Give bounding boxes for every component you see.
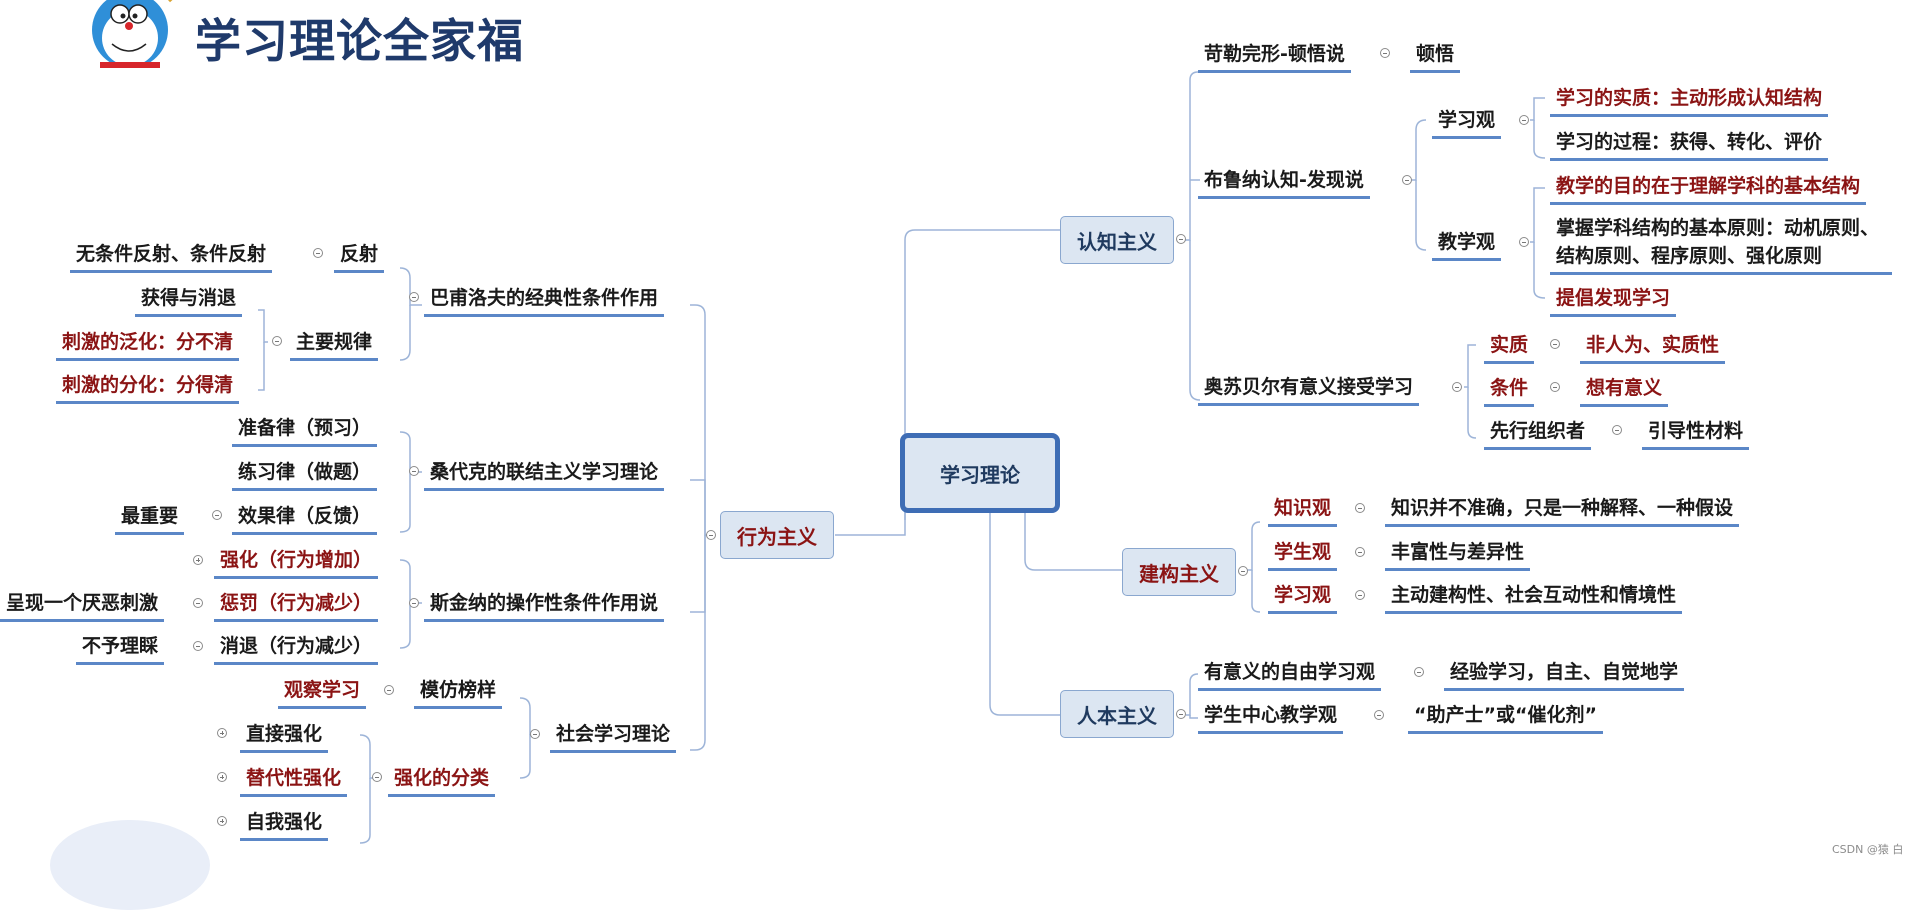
leaf-extinction[interactable]: 消退（行为减少） <box>214 634 378 665</box>
node-pavlov[interactable]: 巴甫洛夫的经典性条件作用 <box>424 286 664 317</box>
node-learning-view-c[interactable]: 学习观 <box>1268 583 1337 614</box>
collapse-circle-icon[interactable] <box>1355 547 1365 557</box>
collapse-circle-icon[interactable] <box>1519 237 1529 247</box>
collapse-circle-icon[interactable] <box>1519 115 1529 125</box>
node-reinforcement-types[interactable]: 强化的分类 <box>388 766 495 797</box>
leaf-exercise-law[interactable]: 练习律（做题） <box>232 460 377 491</box>
root-node[interactable]: 学习理论 <box>900 433 1060 513</box>
leaf-generalization[interactable]: 刺激的泛化：分不清 <box>56 330 239 361</box>
leaf-discovery-learning[interactable]: 提倡发现学习 <box>1550 286 1676 317</box>
collapse-circle-icon[interactable] <box>313 248 323 258</box>
leaf-principles-line1[interactable]: 掌握学科结构的基本原则：动机原则、 <box>1556 216 1879 240</box>
leaf-student-centered[interactable]: “助产士”或“催化剂” <box>1408 703 1603 734</box>
node-thorndike[interactable]: 桑代克的联结主义学习理论 <box>424 460 664 491</box>
collapse-circle-icon[interactable] <box>1380 48 1390 58</box>
collapse-circle-icon[interactable] <box>1176 234 1186 244</box>
node-learning-view[interactable]: 学习观 <box>1432 108 1501 139</box>
collapse-circle-icon[interactable] <box>1176 709 1186 719</box>
leaf-readiness-law[interactable]: 准备律（预习） <box>232 416 377 447</box>
node-free-learning[interactable]: 有意义的自由学习观 <box>1198 660 1381 691</box>
node-student-centered[interactable]: 学生中心教学观 <box>1198 703 1343 734</box>
leaf-acquisition[interactable]: 获得与消退 <box>135 286 242 317</box>
leaf-observational-learning[interactable]: 观察学习 <box>278 678 366 709</box>
node-main-laws[interactable]: 主要规律 <box>290 330 378 361</box>
node-model-imitation[interactable]: 模仿榜样 <box>414 678 502 709</box>
collapse-circle-icon[interactable] <box>272 336 282 346</box>
node-reflex[interactable]: 反射 <box>334 242 384 273</box>
leaf-ignore[interactable]: 不予理睬 <box>76 634 164 665</box>
collapse-circle-icon[interactable] <box>193 598 203 608</box>
leaf-learning-essence[interactable]: 学习的实质：主动形成认知结构 <box>1550 86 1828 117</box>
collapse-circle-icon[interactable] <box>1550 339 1560 349</box>
leaf-reflex-types[interactable]: 无条件反射、条件反射 <box>70 242 272 273</box>
collapse-circle-icon[interactable] <box>1355 503 1365 513</box>
leaf-learning-view-c[interactable]: 主动建构性、社会互动性和情境性 <box>1385 583 1682 614</box>
faded-logo-icon <box>50 820 210 910</box>
collapse-circle-icon[interactable] <box>1550 382 1560 392</box>
expand-circle-icon[interactable] <box>217 728 227 738</box>
leaf-vicarious-reinforcement[interactable]: 替代性强化 <box>240 766 347 797</box>
collapse-circle-icon[interactable] <box>1452 382 1462 392</box>
leaf-student-view[interactable]: 丰富性与差异性 <box>1385 540 1530 571</box>
leaf-free-learning[interactable]: 经验学习，自主、自觉地学 <box>1444 660 1684 691</box>
node-organizer[interactable]: 先行组织者 <box>1484 419 1591 450</box>
leaf-meaningful-intent[interactable]: 想有意义 <box>1580 376 1668 407</box>
collapse-circle-icon[interactable] <box>193 641 203 651</box>
collapse-circle-icon[interactable] <box>212 510 222 520</box>
collapse-circle-icon[interactable] <box>372 772 382 782</box>
collapse-circle-icon[interactable] <box>409 292 419 302</box>
collapse-circle-icon[interactable] <box>1355 590 1365 600</box>
collapse-circle-icon[interactable] <box>1238 566 1248 576</box>
collapse-circle-icon[interactable] <box>1414 667 1424 677</box>
collapse-circle-icon[interactable] <box>409 466 419 476</box>
page-title: 学习理论全家福 <box>195 5 524 71</box>
leaf-effect-law[interactable]: 效果律（反馈） <box>232 504 377 535</box>
leaf-guiding-material[interactable]: 引导性材料 <box>1642 419 1749 450</box>
leaf-nonarbitrary[interactable]: 非人为、实质性 <box>1580 333 1725 364</box>
leaf-most-important[interactable]: 最重要 <box>115 504 184 535</box>
node-constructivism[interactable]: 建构主义 <box>1122 548 1236 596</box>
node-ausubel[interactable]: 奥苏贝尔有意义接受学习 <box>1198 375 1419 406</box>
node-knowledge-view[interactable]: 知识观 <box>1268 496 1337 527</box>
leaf-learning-process[interactable]: 学习的过程：获得、转化、评价 <box>1550 130 1828 161</box>
leaf-discrimination[interactable]: 刺激的分化：分得清 <box>56 373 239 404</box>
leaf-reinforcement[interactable]: 强化（行为增加） <box>214 548 378 579</box>
leaf-aversive-stimulus[interactable]: 呈现一个厌恶刺激 <box>0 591 164 622</box>
leaf-teaching-purpose[interactable]: 教学的目的在于理解学科的基本结构 <box>1550 174 1866 205</box>
leaf-direct-reinforcement[interactable]: 直接强化 <box>240 722 328 753</box>
expand-circle-icon[interactable] <box>193 555 203 565</box>
leaf-self-reinforcement[interactable]: 自我强化 <box>240 810 328 841</box>
node-condition[interactable]: 条件 <box>1484 376 1534 407</box>
node-essence[interactable]: 实质 <box>1484 333 1534 364</box>
watermark: CSDN @猿 白 <box>1832 841 1903 857</box>
node-humanism[interactable]: 人本主义 <box>1060 690 1174 738</box>
mind-map-canvas: 学习理论全家福 学习理论 认知主义 苛勒完形-顿悟说 顿悟 布鲁纳认知-发现说 … <box>0 0 1923 865</box>
leaf-knowledge-view[interactable]: 知识并不准确，只是一种解释、一种假设 <box>1385 496 1739 527</box>
collapse-circle-icon[interactable] <box>1374 710 1384 720</box>
collapse-circle-icon[interactable] <box>409 598 419 608</box>
node-kohler[interactable]: 苛勒完形-顿悟说 <box>1198 42 1351 73</box>
node-behaviorism[interactable]: 行为主义 <box>720 511 834 559</box>
doraemon-mascot-icon <box>70 0 195 80</box>
collapse-circle-icon[interactable] <box>530 729 540 739</box>
collapse-circle-icon[interactable] <box>1612 425 1622 435</box>
leaf-insight[interactable]: 顿悟 <box>1410 42 1460 73</box>
node-bruner[interactable]: 布鲁纳认知-发现说 <box>1198 168 1370 199</box>
collapse-circle-icon[interactable] <box>384 685 394 695</box>
node-social-learning[interactable]: 社会学习理论 <box>550 722 676 753</box>
node-skinner[interactable]: 斯金纳的操作性条件作用说 <box>424 591 664 622</box>
collapse-circle-icon[interactable] <box>706 530 716 540</box>
collapse-circle-icon[interactable] <box>1402 175 1412 185</box>
expand-circle-icon[interactable] <box>217 772 227 782</box>
leaf-principles-line2[interactable]: 结构原则、程序原则、强化原则 <box>1550 244 1892 275</box>
node-teaching-view[interactable]: 教学观 <box>1432 230 1501 261</box>
expand-circle-icon[interactable] <box>217 816 227 826</box>
node-cognitivism[interactable]: 认知主义 <box>1060 216 1174 264</box>
leaf-punishment[interactable]: 惩罚（行为减少） <box>214 591 378 622</box>
node-student-view[interactable]: 学生观 <box>1268 540 1337 571</box>
